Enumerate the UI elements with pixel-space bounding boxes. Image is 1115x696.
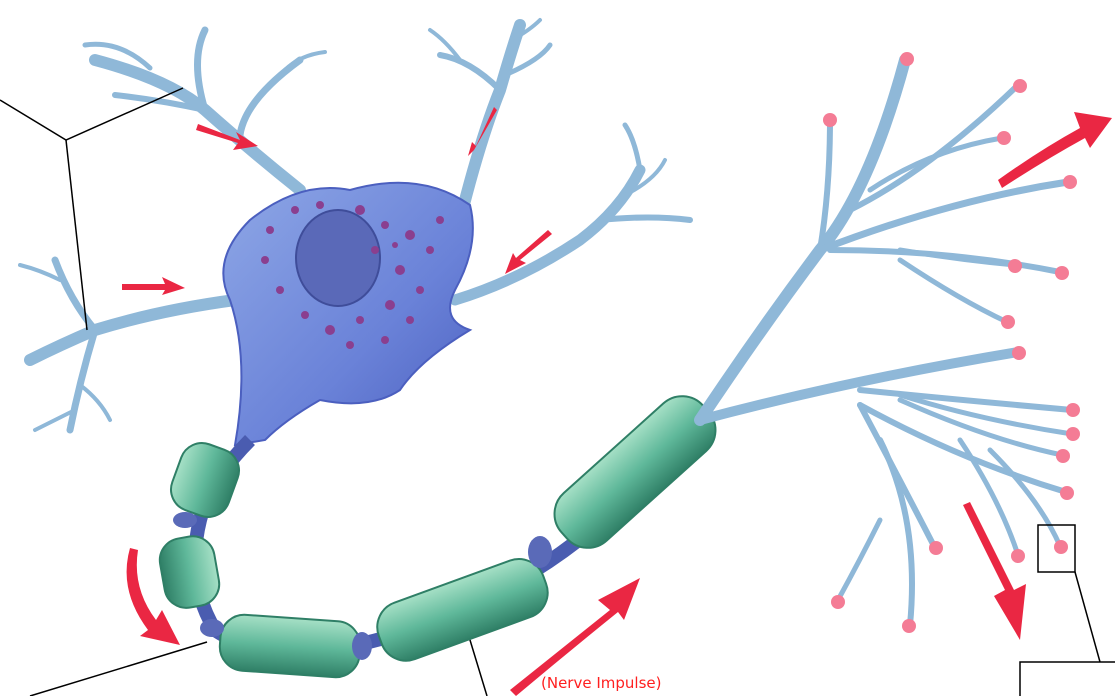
axon-terminal-icon — [1060, 486, 1074, 500]
myelin-segment — [218, 613, 362, 679]
leader-line-icon — [470, 640, 487, 696]
axon-terminal-icon — [929, 541, 943, 555]
node-of-ranvier — [528, 536, 552, 568]
leader-line-icon — [1075, 572, 1100, 662]
impulse-arrow-icon — [122, 277, 185, 295]
impulse-arrow-icon — [963, 502, 1026, 640]
axon-terminal-icon — [1008, 259, 1022, 273]
axon-terminal-icon — [1063, 175, 1077, 189]
myelin-segment — [370, 552, 555, 668]
axon-terminal-icon — [1013, 79, 1027, 93]
axon-terminals — [823, 52, 1080, 633]
axon-terminal-branches — [700, 60, 1072, 625]
node-of-ranvier — [173, 512, 197, 528]
label-box-icon — [1020, 662, 1115, 696]
axon-terminal-icon — [1054, 540, 1068, 554]
axon-terminal-icon — [902, 619, 916, 633]
axon-terminal-icon — [1056, 449, 1070, 463]
axon-terminal-icon — [1066, 427, 1080, 441]
myelin-segment — [156, 533, 222, 611]
axon-terminal-icon — [1011, 549, 1025, 563]
impulse-arrow-icon — [998, 112, 1112, 188]
axon-terminal-icon — [1001, 315, 1015, 329]
node-of-ranvier — [200, 619, 224, 637]
axon-terminal-icon — [997, 131, 1011, 145]
axon-terminal-icon — [1055, 266, 1069, 280]
nucleus — [296, 210, 380, 306]
axon-terminal-icon — [823, 113, 837, 127]
axon-terminal-icon — [1066, 403, 1080, 417]
axon-terminal-icon — [1012, 346, 1026, 360]
leader-line-icon — [0, 88, 183, 140]
nerve-impulse-caption: (Nerve Impulse) — [541, 674, 661, 692]
leader-line-icon — [30, 642, 207, 696]
axon-terminal-icon — [900, 52, 914, 66]
node-of-ranvier — [352, 632, 372, 660]
leader-lines — [0, 88, 1115, 696]
axon-terminal-icon — [831, 595, 845, 609]
